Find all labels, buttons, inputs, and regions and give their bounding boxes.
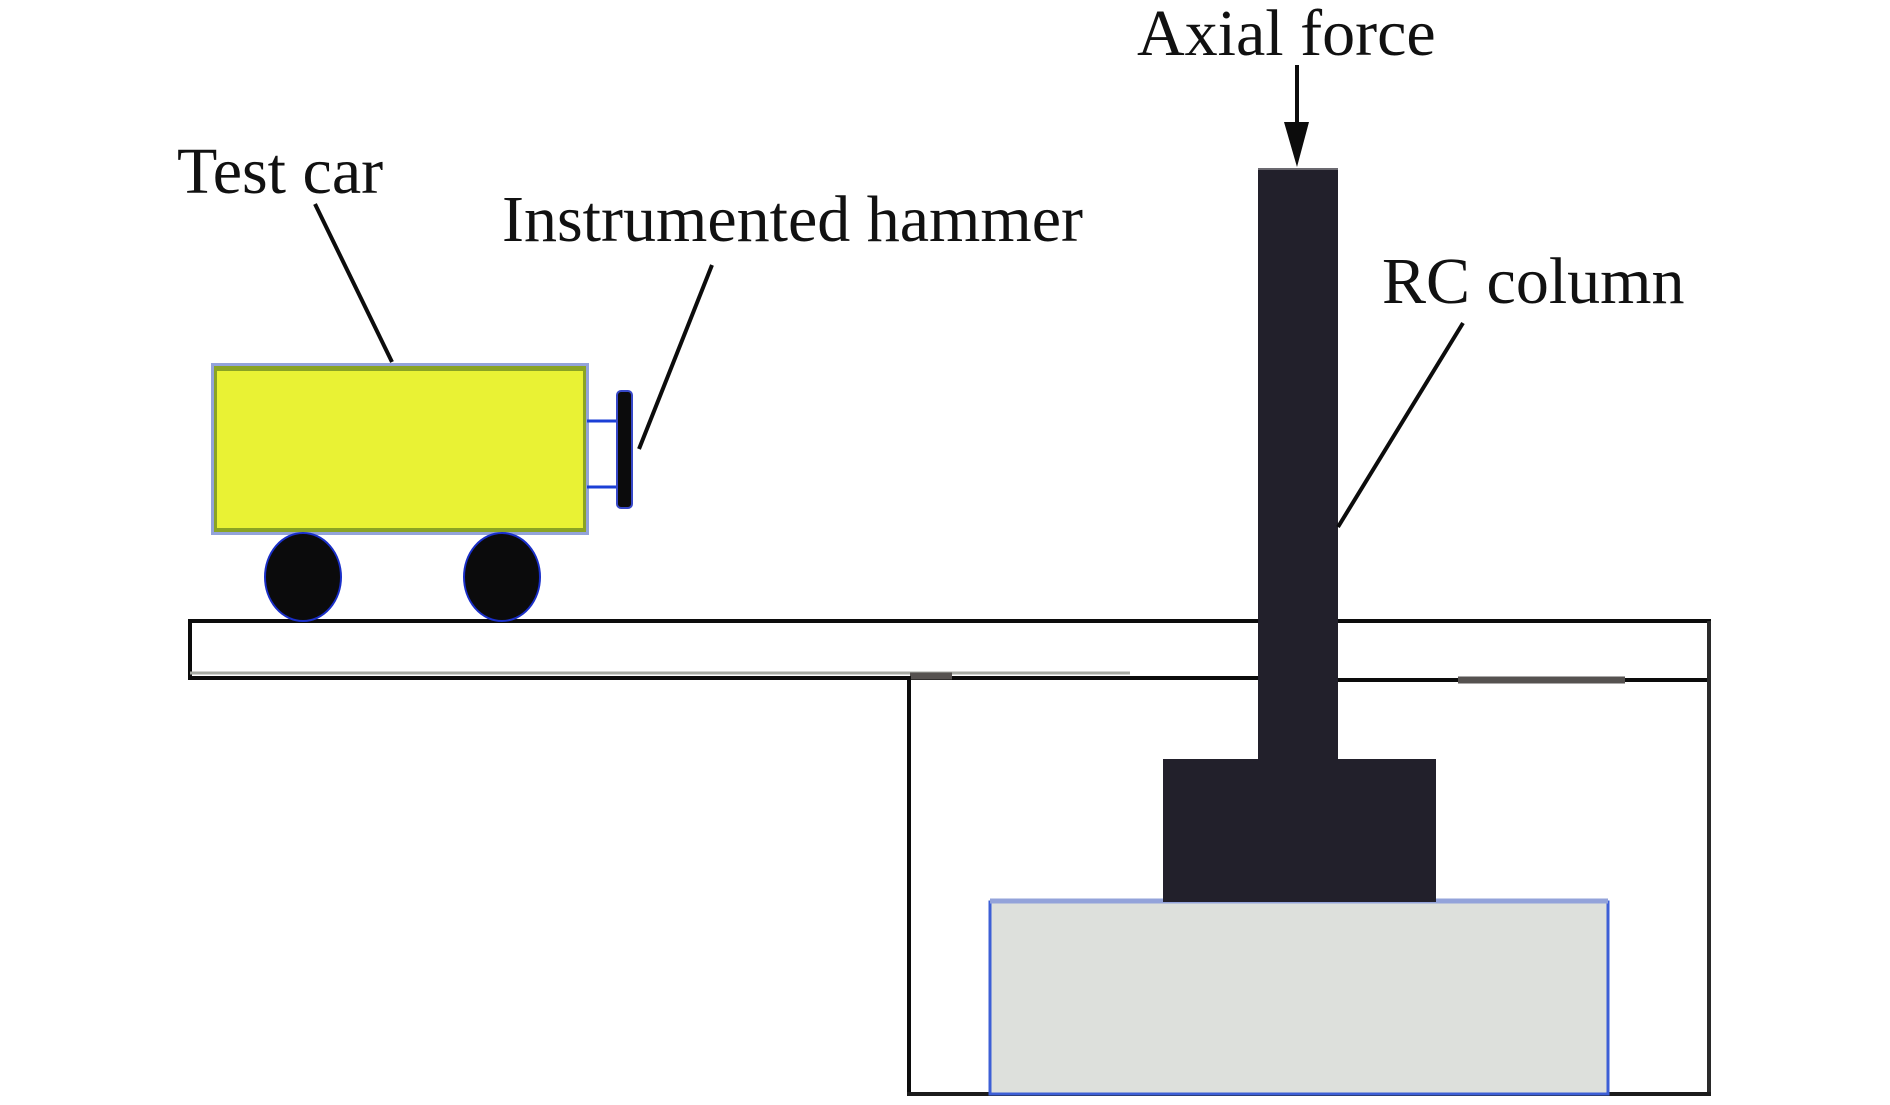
wheel-rear	[264, 532, 342, 622]
leader-test-car	[313, 203, 394, 363]
leader-instrumented-hammer	[637, 264, 714, 450]
label-test-car: Test car	[177, 135, 383, 208]
rc-column	[1258, 168, 1338, 760]
rc-column-assembly	[1163, 168, 1436, 902]
foundation-block	[988, 900, 1610, 1096]
label-instrumented-hammer: Instrumented hammer	[502, 183, 1083, 256]
deck-surface	[190, 622, 1708, 678]
label-rc-column: RC column	[1382, 245, 1685, 318]
test-car	[211, 363, 589, 622]
runway-deck	[188, 619, 1711, 684]
column-footing	[1163, 759, 1436, 902]
leader-rc-column	[1336, 321, 1465, 529]
instrumented-hammer	[587, 390, 633, 509]
car-body	[217, 371, 583, 528]
label-axial-force: Axial force	[1137, 0, 1436, 70]
arrow-head-icon	[1284, 122, 1309, 167]
hammer-plate	[616, 390, 633, 509]
wheel-front	[463, 532, 541, 622]
axial-force-arrow	[1284, 65, 1309, 167]
